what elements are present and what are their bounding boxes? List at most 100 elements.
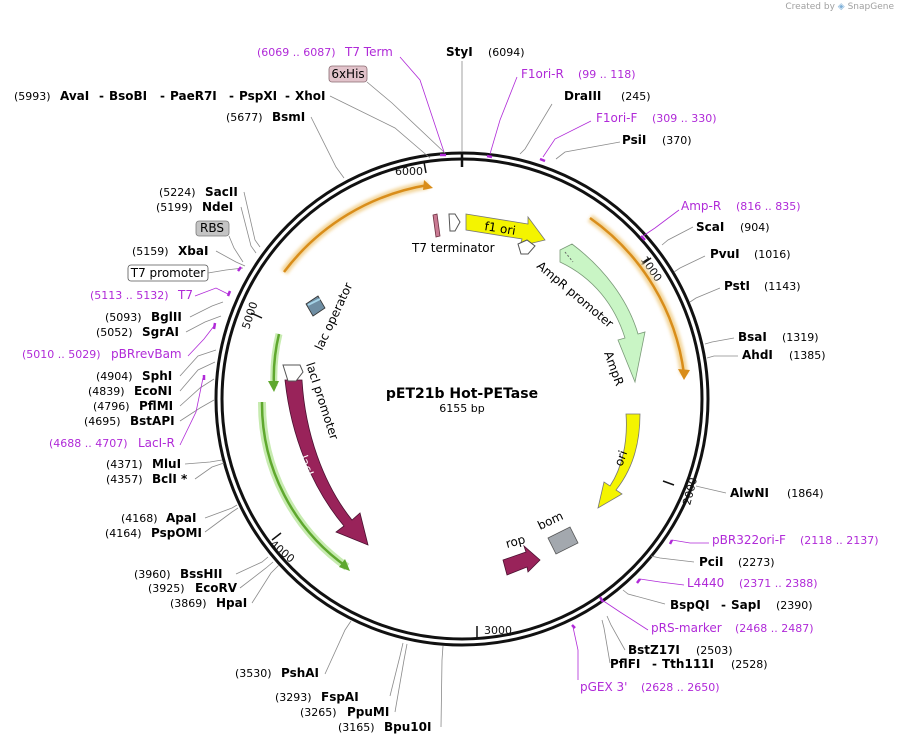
enzyme-bsai[interactable]: BsaI (1319) [738, 330, 819, 344]
enzyme-bcli[interactable]: (4357) BclI * [106, 472, 188, 486]
6xhis-tag[interactable]: 6xHis [328, 65, 446, 154]
enzyme-position: (5052) [96, 326, 133, 339]
enzyme-ecorv[interactable]: (3925) EcoRV [148, 581, 238, 595]
t7-terminator-feature[interactable]: T7 terminator [411, 213, 495, 255]
enzyme-separator: - [285, 89, 290, 103]
enzyme-pshai[interactable]: (3530) PshAI [235, 666, 319, 680]
enzyme-bpu10i[interactable]: (3165) Bpu10I [338, 720, 431, 734]
enzyme-name-2: Tth111I [662, 657, 714, 671]
ruler-label-6000: 6000 [395, 165, 423, 178]
enzyme-name: PvuI [710, 247, 740, 261]
primer-f1orif[interactable]: F1ori-F (309 .. 330) [596, 111, 717, 125]
t7-promoter-label: T7 promoter [130, 266, 206, 280]
enzyme-position: (3869) [170, 597, 207, 610]
lac-operator-feature[interactable]: lac operator [305, 280, 355, 352]
primer-t7term[interactable]: (6069 .. 6087) T7 Term [257, 45, 393, 59]
enzyme-position: (3925) [148, 582, 185, 595]
enzyme-bspqi-sapi[interactable]: BspQI - SapI (2390) [670, 598, 813, 612]
f1-ori-feature[interactable]: f1 ori [465, 213, 546, 247]
enzyme-alwni[interactable]: AlwNI (1864) [730, 486, 824, 500]
enzyme-xhoi-group[interactable]: (5993) AvaI - BsoBI - PaeR7I - PspXI - X… [14, 89, 326, 103]
enzyme-ahdi[interactable]: AhdI (1385) [742, 348, 826, 362]
enzyme-separator: - [721, 598, 726, 612]
primer-position: (816 .. 835) [736, 200, 801, 213]
enzyme-name: SphI [142, 369, 172, 383]
rop-feature[interactable]: rop [502, 532, 541, 576]
primer-name: F1ori-F [596, 111, 637, 125]
enzyme-psti[interactable]: PstI (1143) [724, 279, 801, 293]
enzyme-name-3: PaeR7I [170, 89, 217, 103]
f1-ori-label: f1 ori [484, 219, 517, 238]
ruler-label-3000: 3000 [484, 624, 512, 637]
enzyme-xbai[interactable]: (5159) XbaI [132, 244, 208, 258]
enzyme-fspai[interactable]: (3293) FspAI [275, 690, 359, 704]
tick-5000 [250, 312, 263, 319]
t7-promoter-box[interactable]: T7 promoter [127, 264, 244, 282]
enzyme-sgrai[interactable]: (5052) SgrAI [96, 325, 179, 339]
enzyme-bstz17i[interactable]: BstZ17I (2503) [628, 643, 733, 657]
enzyme-separator: - [160, 89, 165, 103]
enzyme-position: (4904) [96, 370, 133, 383]
enzyme-psii[interactable]: PsiI (370) [622, 133, 692, 147]
rbs-box[interactable]: RBS [195, 220, 244, 263]
primer-pbr322orif[interactable]: pBR322ori-F (2118 .. 2137) [712, 533, 879, 547]
enzyme-bstapi[interactable]: (4695) BstAPI [84, 414, 175, 428]
bom-feature[interactable]: bom [535, 509, 579, 555]
primer-marks [202, 153, 674, 629]
primer-pbrrevbam[interactable]: (5010 .. 5029) pBRrevBam [22, 347, 182, 361]
tick-2000 [662, 480, 675, 486]
enzyme-pflmi[interactable]: (4796) PflMI [93, 399, 173, 413]
enzyme-scai[interactable]: ScaI (904) [696, 220, 770, 234]
enzyme-draiii[interactable]: DraIII (245) [564, 89, 651, 103]
enzyme-pspomi[interactable]: (4164) PspOMI [105, 526, 202, 540]
enzyme-bsshii[interactable]: (3960) BssHII [134, 567, 222, 581]
laci-feature[interactable]: lacI [284, 379, 369, 546]
primer-leaders [179, 56, 709, 680]
enzyme-econi[interactable]: (4839) EcoNI [88, 384, 172, 398]
enzyme-position: (5093) [105, 311, 142, 324]
ori-label: ori [612, 449, 630, 468]
primer-position: (2118 .. 2137) [800, 534, 879, 547]
primer-pgex3[interactable]: pGEX 3' (2628 .. 2650) [580, 680, 720, 694]
enzyme-ndei[interactable]: (5199) NdeI [156, 200, 233, 214]
enzyme-name: AhdI [742, 348, 773, 362]
enzyme-pcii[interactable]: PciI (2273) [699, 555, 775, 569]
enzyme-sacii[interactable]: (5224) SacII [159, 185, 238, 199]
enzyme-apai[interactable]: (4168) ApaI [121, 511, 196, 525]
plasmid-length: 6155 bp [439, 402, 484, 415]
primer-l4440[interactable]: L4440 (2371 .. 2388) [687, 576, 818, 590]
enzyme-name: StyI [446, 45, 473, 59]
enzyme-styi[interactable]: StyI (6094) [446, 45, 525, 59]
enzyme-name: FspAI [321, 690, 359, 704]
enzyme-pflfi-tth111i[interactable]: PflFI - Tth111I (2528) [610, 657, 768, 671]
enzyme-position: (4168) [121, 512, 158, 525]
enzyme-position: (904) [740, 221, 770, 234]
enzyme-position: (370) [662, 134, 692, 147]
enzyme-position: (4357) [106, 473, 143, 486]
enzyme-position: (1319) [782, 331, 819, 344]
enzyme-mlui[interactable]: (4371) MluI [106, 457, 181, 471]
primer-position: (2468 .. 2487) [735, 622, 814, 635]
credit-brand: SnapGene [847, 2, 894, 12]
primer-lacir[interactable]: (4688 .. 4707) LacI-R [49, 436, 175, 450]
enzyme-name-4: PspXI [239, 89, 277, 103]
enzyme-hpai[interactable]: (3869) HpaI [170, 596, 247, 610]
primer-position: (6069 .. 6087) [257, 46, 336, 59]
enzyme-pvui[interactable]: PvuI (1016) [710, 247, 791, 261]
primer-ampr[interactable]: Amp-R (816 .. 835) [681, 199, 801, 213]
enzyme-position: (2390) [776, 599, 813, 612]
ori-feature[interactable]: ori [597, 413, 641, 509]
primer-f1orir[interactable]: F1ori-R (99 .. 118) [521, 67, 636, 81]
enzyme-bglii[interactable]: (5093) BglII [105, 310, 182, 324]
primer-name: pGEX 3' [580, 680, 627, 694]
enzyme-position: (4695) [84, 415, 121, 428]
enzyme-position: (1385) [789, 349, 826, 362]
primer-t7[interactable]: (5113 .. 5132) T7 [90, 288, 193, 302]
enzyme-sphi[interactable]: (4904) SphI [96, 369, 172, 383]
enzyme-ppumi[interactable]: (3265) PpuMI [300, 705, 389, 719]
enzyme-bsmi[interactable]: (5677) BsmI [226, 110, 305, 124]
primer-prsmarker[interactable]: pRS-marker (2468 .. 2487) [651, 621, 814, 635]
enzyme-name: PstI [724, 279, 750, 293]
primer-name: T7 Term [344, 45, 393, 59]
enzyme-name: SgrAI [142, 325, 179, 339]
